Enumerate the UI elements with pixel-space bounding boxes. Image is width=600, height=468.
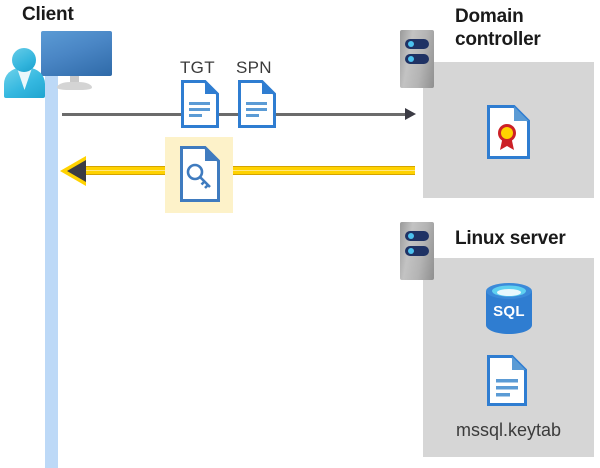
- request-arrow-head-icon: [405, 108, 416, 120]
- tgt-label: TGT: [180, 58, 215, 77]
- request-arrow-line: [62, 113, 409, 116]
- certificate-document-icon: [487, 105, 530, 159]
- keytab-file-caption: mssql.keytab: [455, 420, 562, 440]
- monitor-base-icon: [57, 82, 92, 90]
- domain-controller-rack-icon: [400, 30, 434, 88]
- linux-server-title: Linux server: [455, 228, 566, 249]
- response-arrow-head-icon: [67, 160, 86, 182]
- keytab-document-icon: [487, 355, 527, 406]
- client-title: Client: [22, 4, 74, 25]
- response-arrow-line: [78, 166, 415, 175]
- sql-database-label: SQL: [493, 303, 525, 320]
- rack-bar-bottom: [405, 54, 429, 64]
- monitor-screen-icon: [41, 31, 112, 76]
- domain-controller-title-line2: controller: [455, 29, 541, 50]
- rack-led-icon: [408, 248, 414, 254]
- rack-bar-bottom: [405, 246, 429, 256]
- linux-server-rack-icon: [400, 222, 434, 280]
- rack-bar-top: [405, 231, 429, 241]
- spn-document-icon: [238, 80, 276, 128]
- person-head-icon: [12, 48, 36, 72]
- spn-label: SPN: [236, 58, 272, 77]
- rack-led-icon: [408, 41, 414, 47]
- domain-controller-title: Domain controller: [455, 5, 595, 51]
- domain-controller-title-line1: Domain: [455, 6, 524, 27]
- client-lifeline: [45, 58, 58, 468]
- client-icon: [0, 0, 120, 105]
- tgt-document-icon: [181, 80, 219, 128]
- service-ticket-key-document-icon: [180, 146, 220, 202]
- sql-database-icon: SQL: [484, 281, 534, 335]
- rack-led-icon: [408, 56, 414, 62]
- rack-bar-top: [405, 39, 429, 49]
- monitor-neck-icon: [70, 76, 79, 84]
- rack-led-icon: [408, 233, 414, 239]
